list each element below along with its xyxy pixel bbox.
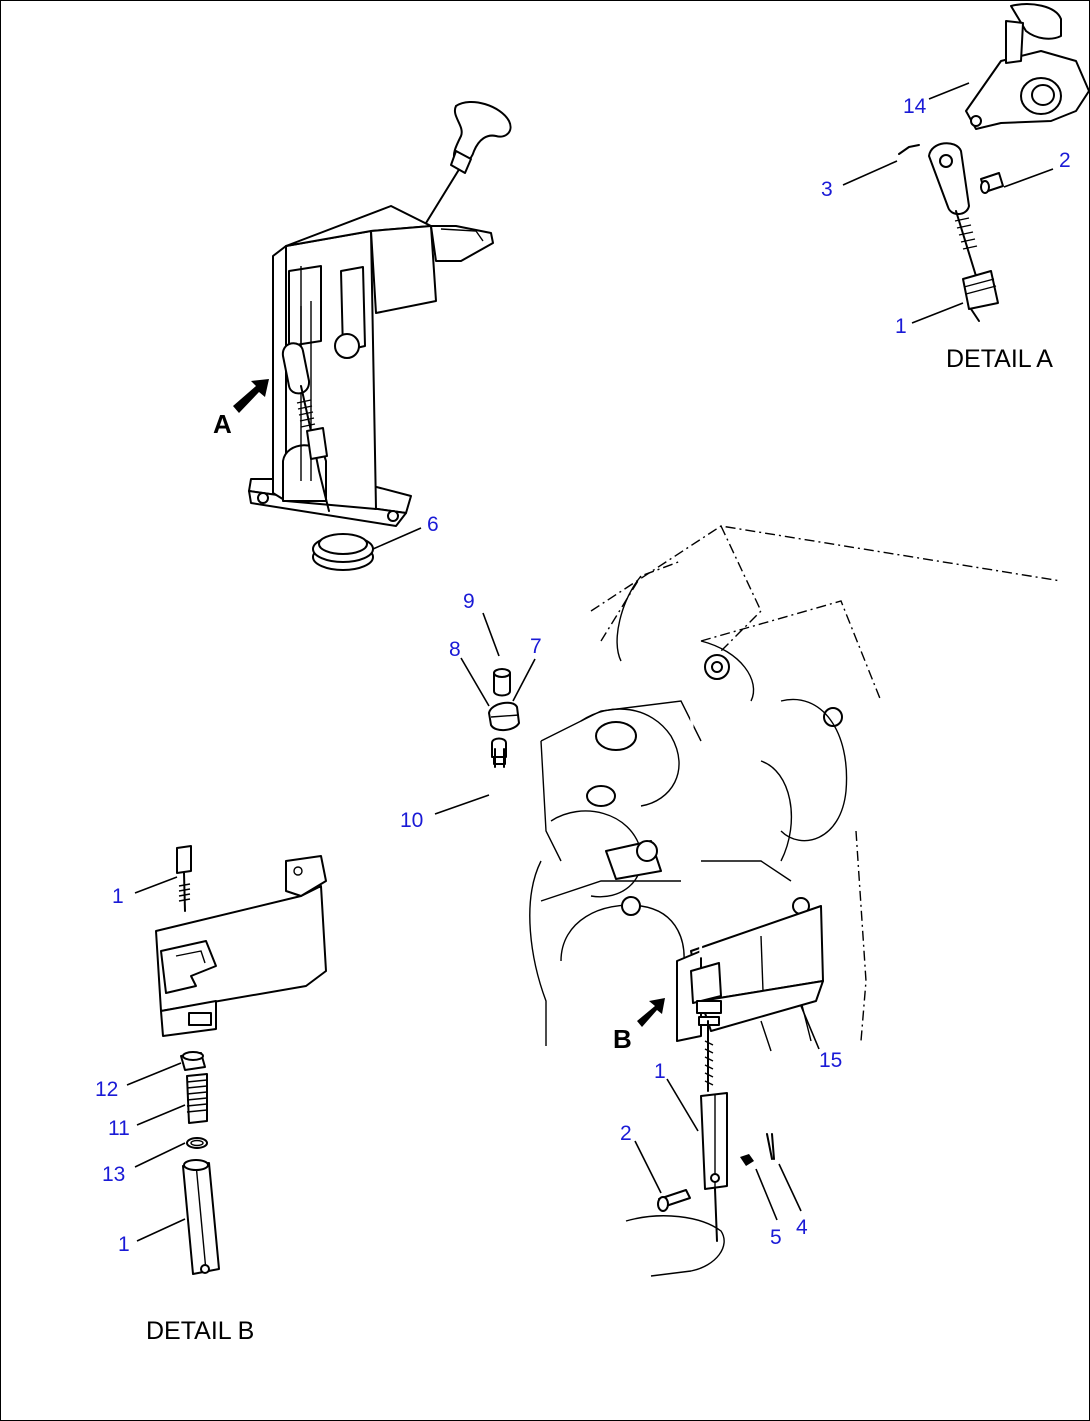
callout-13: 13 [102, 1163, 125, 1186]
detail-b-caption: DETAIL B [146, 1317, 254, 1345]
callout-7: 7 [530, 635, 542, 658]
callout-1-detail-b-bottom: 1 [118, 1233, 130, 1256]
callout-4: 4 [796, 1216, 808, 1239]
callout-1-main: 1 [654, 1060, 666, 1083]
callout-11: 11 [108, 1117, 130, 1140]
view-marker-b: B [613, 1024, 632, 1054]
callouts-main: 6 9 8 7 10 15 1 2 5 4 [400, 513, 842, 1249]
detail-a-caption: DETAIL A [946, 345, 1053, 373]
callout-3-detail-a: 3 [821, 178, 833, 201]
engine-block [529, 525, 1062, 1277]
callout-5: 5 [770, 1226, 782, 1249]
rod-end-main [657, 1092, 775, 1242]
callout-2-detail-a: 2 [1059, 149, 1071, 172]
grommet-6 [312, 533, 374, 571]
callout-10: 10 [400, 809, 423, 832]
callout-8: 8 [449, 638, 461, 661]
detail-a-view [898, 3, 1089, 322]
callouts-detail-b: 1 12 11 13 1 [95, 885, 130, 1256]
view-marker-a: A [213, 409, 232, 439]
detail-b-view [155, 845, 327, 1275]
callout-12: 12 [95, 1078, 118, 1101]
callout-9: 9 [463, 590, 475, 613]
leader-lines [126, 82, 1054, 1242]
cable-end-in-box [281, 342, 330, 512]
pull-handle [425, 101, 512, 224]
callout-1-detail-b-top: 1 [112, 885, 124, 908]
callouts-detail-a: 14 3 2 1 [821, 95, 1071, 338]
callout-15: 15 [819, 1049, 842, 1072]
view-arrow-b: B [613, 998, 665, 1054]
callout-2-main: 2 [620, 1122, 632, 1145]
cable-clamp-7-8 [488, 668, 520, 768]
control-cable [342, 559, 714, 1092]
view-arrow-a: A [213, 379, 269, 439]
callout-6: 6 [427, 513, 439, 536]
callout-1-detail-a: 1 [895, 315, 907, 338]
callout-14-detail-a: 14 [903, 95, 927, 118]
